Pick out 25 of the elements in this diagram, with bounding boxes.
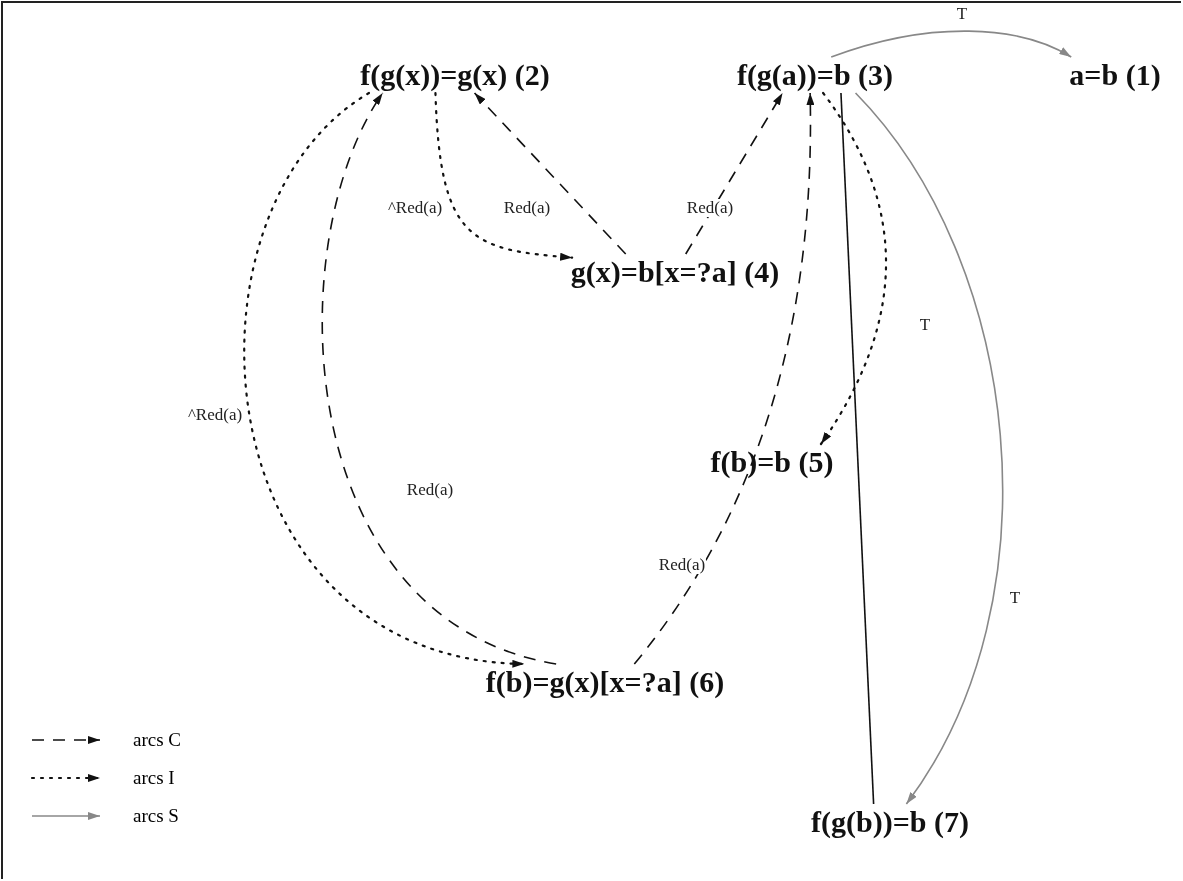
legend-label: arcs C [133, 730, 181, 750]
legend-label: arcs I [133, 768, 175, 788]
term-label: a=b (1) [1066, 57, 1164, 93]
term-label: f(g(x))=g(x) (2) [357, 57, 553, 93]
arrow [854, 92, 1004, 805]
edge-label: Red(a) [657, 556, 707, 574]
legend-label: arcs S [133, 806, 179, 826]
arrow [243, 91, 526, 667]
term-label: f(b)=g(x)[x=?a] (6) [482, 664, 728, 700]
term-label: f(g(b))=b (7) [808, 804, 972, 840]
arrow [819, 91, 888, 446]
edge-label: Red(a) [685, 199, 735, 217]
arrow [830, 30, 1073, 58]
term-label: g(x)=b[x=?a] (4) [567, 254, 783, 290]
arrow [633, 92, 815, 665]
term-label: f(g(a))=b (3) [733, 57, 897, 93]
term-label: f(b)=b (5) [707, 444, 837, 480]
edge-label: Red(a) [502, 199, 552, 217]
arrow [473, 92, 627, 255]
arrow [434, 91, 574, 261]
edge-label: ^Red(a) [386, 199, 444, 217]
arrow [322, 92, 557, 665]
edge-label: ^Red(a) [186, 406, 244, 424]
edge-label: Red(a) [405, 481, 455, 499]
arrow [684, 92, 784, 255]
